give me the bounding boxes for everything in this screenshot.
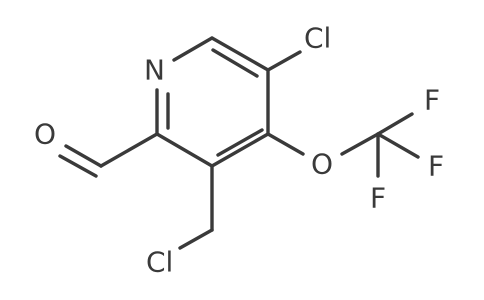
- bond-c-f2: [376, 132, 420, 159]
- bond-c5-c6: [210, 36, 270, 72]
- atom-cl-ring: Cl: [304, 22, 331, 55]
- bond-c-o-double-2: [58, 154, 98, 178]
- atom-f1: F: [424, 84, 440, 117]
- atom-cl-methyl: Cl: [146, 246, 173, 279]
- atom-f3: F: [370, 182, 386, 215]
- bond-c2-cho: [99, 132, 159, 168]
- bond-c5-cl: [266, 50, 302, 72]
- atom-n: N: [144, 54, 165, 87]
- bond-c-f1: [376, 112, 414, 136]
- bond-ch2-cl: [178, 228, 214, 250]
- bond-c3-c4: [210, 132, 270, 168]
- atom-o-ether: O: [311, 148, 333, 181]
- bond-c6-n: [172, 36, 214, 62]
- bond-o-cf3: [340, 132, 380, 156]
- atom-o-aldehyde: O: [34, 118, 56, 151]
- atom-f2: F: [428, 150, 444, 183]
- bond-c3-c4-inner: [216, 128, 264, 157]
- bond-c4-o: [266, 132, 305, 156]
- bond-c5-c6-inner: [211, 48, 259, 78]
- bond-c2-c3: [155, 132, 214, 168]
- bond-c-o-double-1: [64, 144, 103, 168]
